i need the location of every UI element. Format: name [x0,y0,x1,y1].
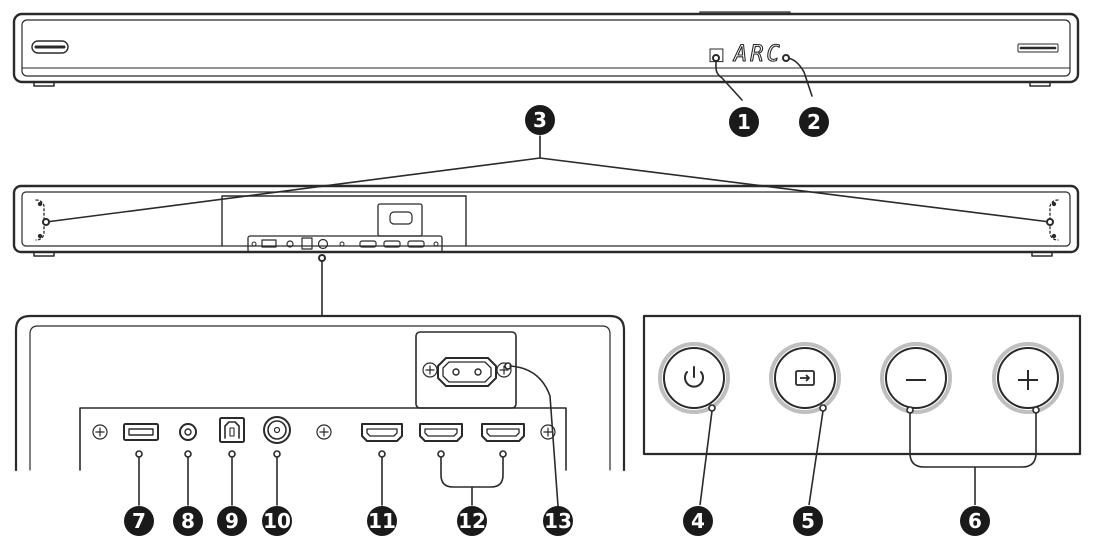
input-source-icon [795,370,815,386]
callout-13: 13 [543,506,573,536]
power-button[interactable] [658,342,730,414]
display-text: ARC [732,42,783,67]
soundbar-front-view [12,11,1080,87]
coax-jack-icon [263,416,291,444]
ac-power-inlet-icon [437,357,497,387]
callout-8: 8 [173,506,203,536]
input-source-button[interactable] [769,342,841,414]
svg-text:12: 12 [458,509,486,533]
callout-7: 7 [124,506,154,536]
power-icon [684,366,704,388]
svg-text:10: 10 [263,509,291,533]
aux-jack-icon [179,423,197,441]
svg-text:2: 2 [807,110,821,134]
svg-text:8: 8 [181,509,195,533]
callout-2: 2 [799,107,829,137]
hdmi-port-icon [361,423,403,442]
usb-port-icon [123,423,159,441]
connector-panel [14,314,626,472]
plus-icon [1018,370,1038,390]
ac-power-inlet[interactable] [437,357,497,387]
dolby-logo [1017,43,1059,53]
usb-port[interactable] [123,423,159,441]
volume-down-button[interactable] [880,342,952,414]
hdmi-input-port[interactable] [361,423,403,442]
callout-4: 4 [683,506,713,536]
svg-text:9: 9 [225,509,239,533]
callout-11: 11 [367,506,397,536]
svg-text:3: 3 [533,108,547,132]
svg-text:7: 7 [132,509,146,533]
aux-input-jack[interactable] [179,423,197,441]
volume-up-button[interactable] [992,342,1064,414]
callout-6: 6 [960,506,990,536]
hdmi-port-a[interactable] [419,423,463,442]
callout-5: 5 [793,506,823,536]
brand-logo [31,40,69,54]
svg-text:11: 11 [368,509,396,533]
svg-text:1: 1 [737,110,751,134]
hdmi-port-icon [419,423,463,442]
callout-10: 10 [262,506,292,536]
callout-3: 3 [525,105,555,135]
svg-text:6: 6 [968,509,982,533]
soundbar-back-view [12,184,1080,257]
callout-9: 9 [217,506,247,536]
svg-text:13: 13 [544,509,572,533]
control-button-panel [642,314,1082,456]
coaxial-input-jack[interactable] [263,416,291,444]
hdmi-port-icon [481,423,525,442]
hdmi-port-b[interactable] [481,423,525,442]
optical-port-icon [219,417,245,443]
svg-text:4: 4 [691,509,705,533]
callout-1: 1 [729,107,759,137]
callout-12: 12 [457,506,487,536]
svg-text:5: 5 [801,509,815,533]
optical-input-port[interactable] [219,417,245,443]
